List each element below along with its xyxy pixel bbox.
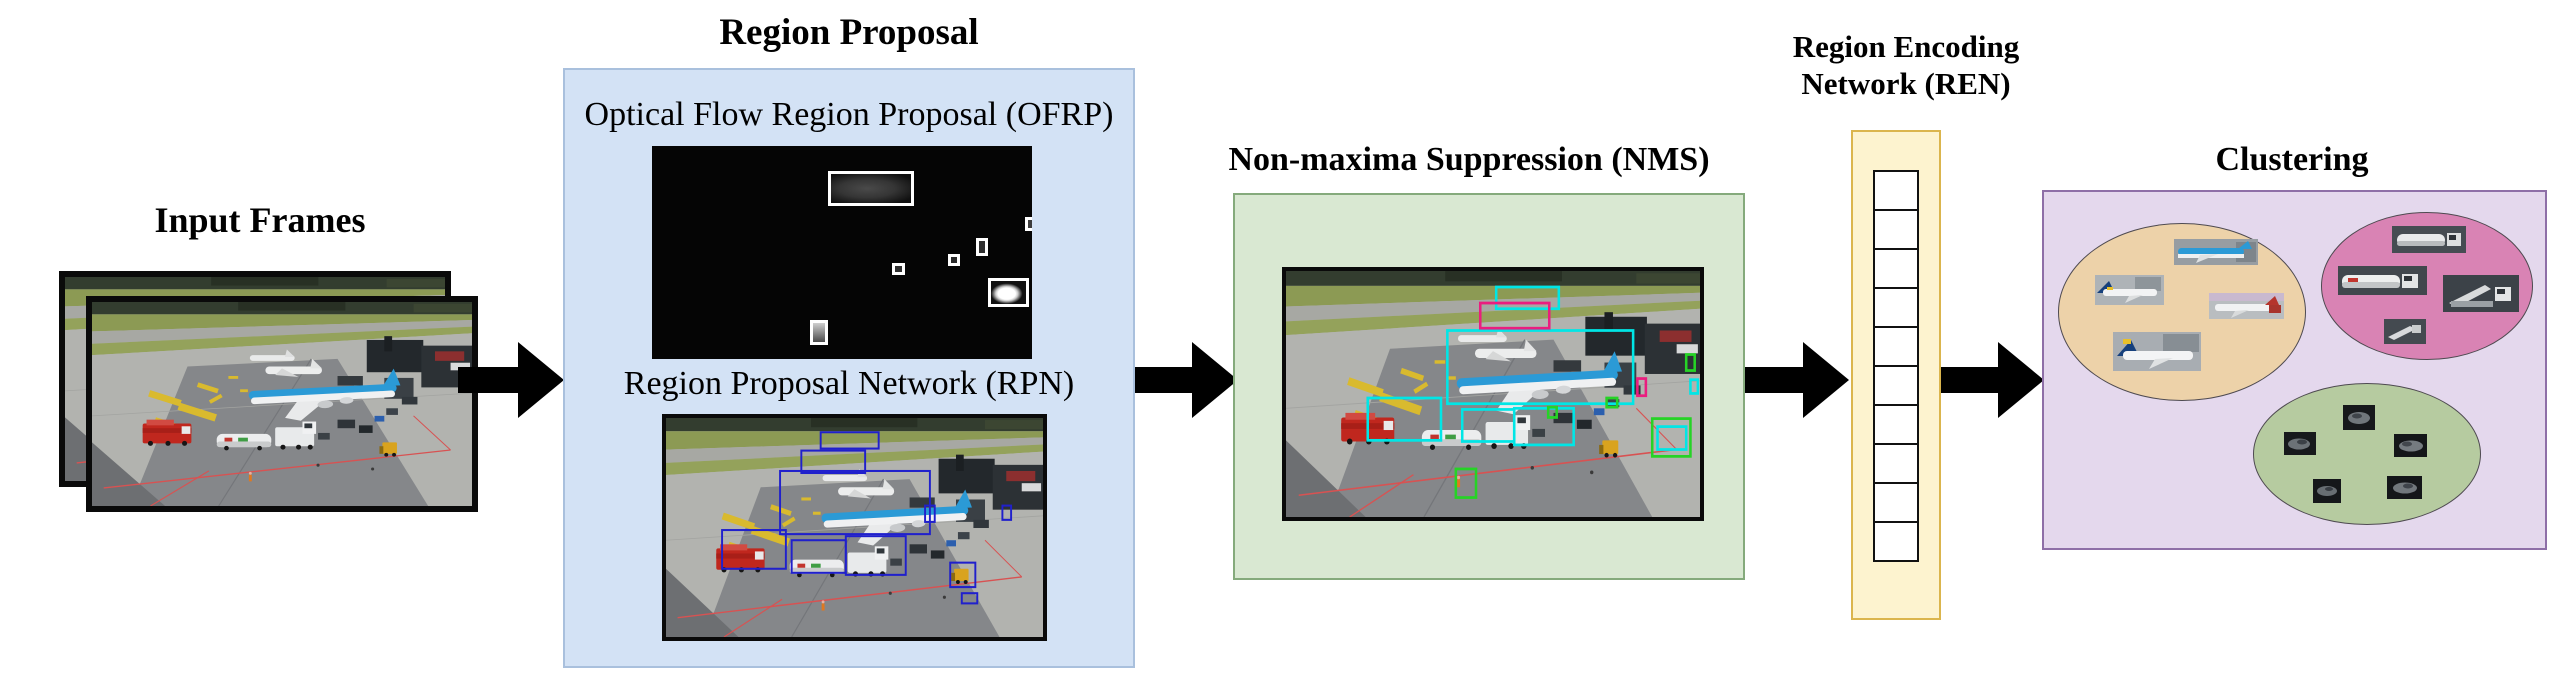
cluster-crop-car: [2387, 476, 2422, 499]
nms-boxes-cyan: [1366, 285, 1700, 451]
ren-title: Region Encoding Network (REN): [1756, 28, 2056, 102]
region-proposal-title: Region Proposal: [719, 12, 979, 53]
ren-panel: [1851, 130, 1941, 620]
airport-photo: [1286, 271, 1700, 517]
encoding-vector: [1873, 170, 1919, 618]
flow-arrow-icon: [1938, 342, 2044, 418]
flow-arrow-icon: [1743, 342, 1849, 418]
input-frame-front: [86, 296, 478, 512]
cluster-crop-car: [2284, 432, 2316, 455]
encoding-vector-cell: [1873, 326, 1919, 367]
encoding-vector-cell: [1873, 482, 1919, 523]
cluster-crop-stairs-truck: [2443, 275, 2519, 312]
encoding-vector-cell: [1873, 521, 1919, 562]
ofrp-detection-box: [948, 254, 960, 266]
nms-panel: [1233, 193, 1745, 580]
cluster-crop-airplane-ryanair: [2095, 275, 2164, 305]
rpn-label: Region Proposal Network (RPN): [623, 365, 1075, 402]
ofrp-detection-box: [892, 263, 905, 275]
ren-title-line1: Region Encoding: [1792, 29, 2020, 64]
encoding-vector-cell: [1873, 365, 1919, 406]
rpn-photo: [662, 414, 1047, 641]
ofrp-label: Optical Flow Region Proposal (OFRP): [584, 96, 1114, 133]
region-proposal-panel: Optical Flow Region Proposal (OFRP) Regi…: [563, 68, 1135, 668]
encoding-vector-cell: [1873, 404, 1919, 445]
cluster-crop-tanker-truck: [2338, 266, 2427, 295]
encoding-vector-cell: [1873, 248, 1919, 289]
cluster-crop-truck-small: [2384, 319, 2426, 344]
cluster-crop-car: [2394, 434, 2427, 457]
ofrp-detection-box: [810, 320, 828, 345]
input-frames-title: Input Frames: [154, 200, 366, 240]
clustering-title: Clustering: [2215, 141, 2369, 178]
airport-photo: [666, 418, 1043, 637]
cluster-crop-airplane-ryanair-large: [2113, 332, 2201, 371]
encoding-vector-cell: [1873, 443, 1919, 484]
cluster-crop-car: [2313, 479, 2341, 503]
cluster-crop-car: [2343, 405, 2375, 430]
encoding-vector-cell: [1873, 170, 1919, 211]
encoding-vector-cell: [1873, 209, 1919, 250]
flow-arrow-icon: [1132, 342, 1238, 418]
nms-boxes-magenta: [1478, 301, 1648, 398]
encoding-vector-cell: [1873, 287, 1919, 328]
airport-photo: [92, 302, 472, 506]
ofrp-detection-box: [828, 171, 914, 206]
rpn-proposal-boxes: [721, 431, 1013, 605]
ren-title-line2: Network (REN): [1801, 66, 2011, 101]
cluster-crop-airplane-klm: [2174, 239, 2258, 265]
flow-arrow-icon: [458, 342, 564, 418]
nms-boxes-green: [1454, 353, 1696, 499]
ofrp-detection-box: [1025, 217, 1032, 231]
ofrp-detection-box: [976, 238, 988, 256]
cluster-crop-airplane-red-tail: [2209, 293, 2284, 319]
optical-flow-image: [652, 146, 1032, 359]
cluster-crop-truck: [2392, 226, 2466, 253]
ofrp-detection-box: [988, 278, 1029, 307]
nms-photo: [1282, 267, 1704, 521]
nms-title: Non-maxima Suppression (NMS): [1228, 141, 1710, 178]
clustering-panel: [2042, 190, 2547, 550]
